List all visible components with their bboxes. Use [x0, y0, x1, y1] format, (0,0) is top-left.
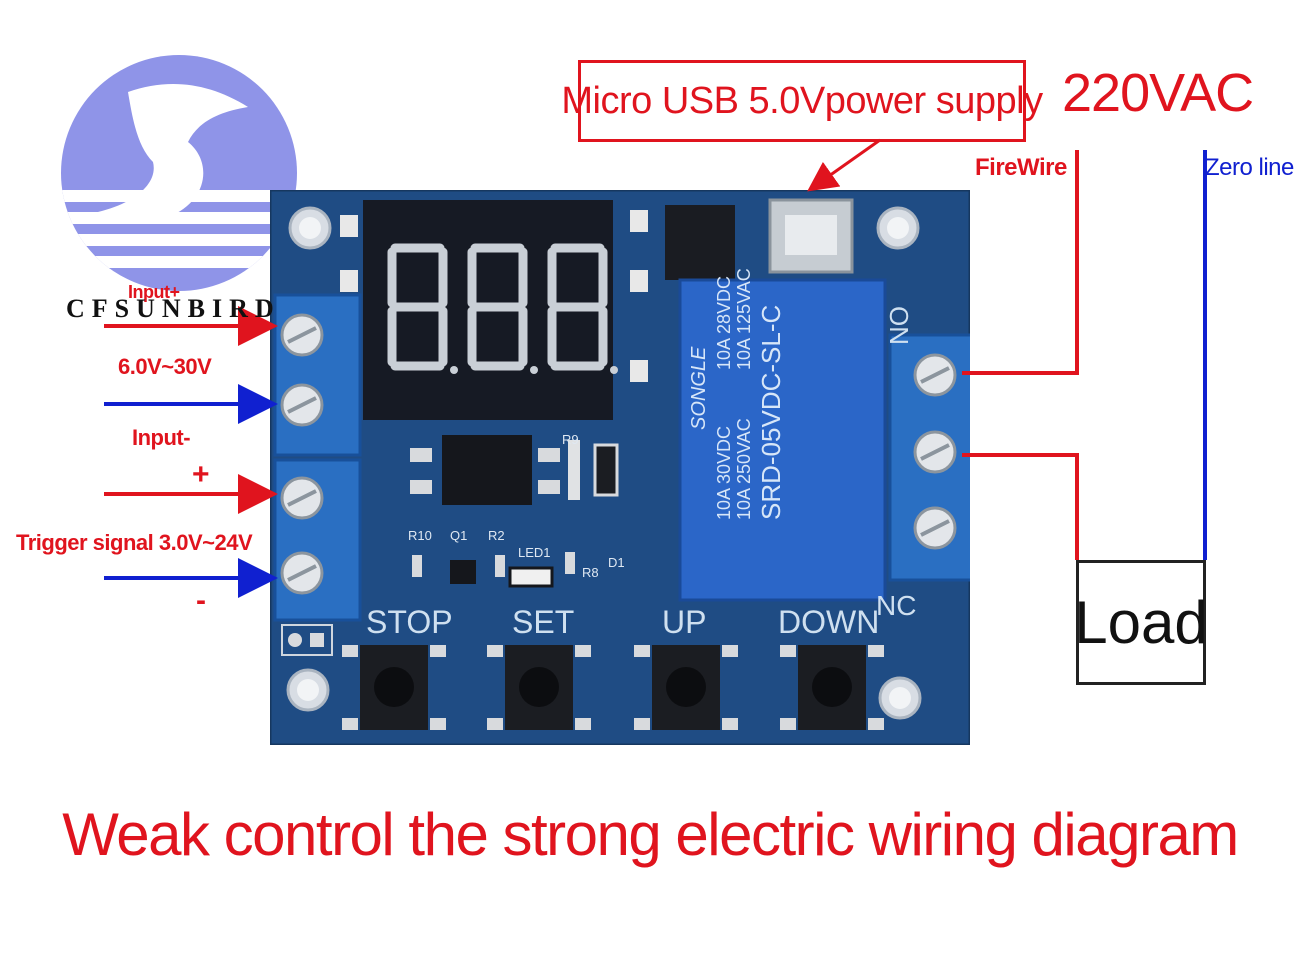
voltage-range-label: 6.0V~30V [118, 354, 212, 379]
trigger-label: Trigger signal 3.0V~24V [16, 530, 253, 555]
set-label: SET [512, 604, 575, 640]
usb-supply-label: Micro USB 5.0Vpower supply [561, 60, 1043, 142]
relay-rating: 10A 30VDC [714, 426, 734, 520]
silk-q1: Q1 [450, 528, 468, 543]
relay-model: SRD-05VDC-SL-C [756, 305, 786, 520]
silk-r10: R10 [408, 528, 432, 543]
brand-label: CFSUNBIRD [66, 294, 281, 323]
logo-icon [61, 55, 297, 291]
relay-rating: 10A 28VDC [714, 276, 734, 370]
input-minus-label: Input- [132, 425, 191, 450]
diagram-caption: Weak control the strong electric wiring … [62, 801, 1239, 868]
up-label: UP [662, 604, 707, 640]
pcb-board: SRD-05VDC-SL-C 10A 250VAC 10A 30VDC 10A … [270, 190, 970, 745]
relay-rating: 10A 250VAC [734, 418, 754, 520]
silk-r9: R9 [562, 432, 579, 447]
tact-buttons [342, 645, 884, 730]
vac-label: 220VAC [1062, 63, 1254, 123]
load-line [962, 453, 1079, 560]
zero-line-label: Zero line [1205, 154, 1294, 181]
silk-led1: LED1 [518, 545, 551, 560]
stop-label: STOP [366, 604, 453, 640]
input-terminal-block [273, 293, 362, 622]
relay: SRD-05VDC-SL-C 10A 250VAC 10A 30VDC 10A … [678, 268, 887, 602]
load-box: Load [1074, 560, 1208, 685]
silk-r2: R2 [488, 528, 505, 543]
relay-terminal-block [888, 333, 970, 582]
relay-rating: 10A 125VAC [734, 268, 754, 370]
silk-d1: D1 [608, 555, 625, 570]
relay-brand: SONGLE [688, 346, 710, 430]
input-plus-label: Input+ [128, 282, 180, 302]
firewire-label: FireWire [975, 154, 1067, 181]
usb-pointer-arrow [807, 138, 881, 192]
nc-label: NC [876, 590, 917, 621]
down-label: DOWN [778, 604, 880, 640]
minus-label: - [196, 584, 206, 617]
plus-label: + [192, 458, 210, 491]
firewire-line [962, 150, 1079, 375]
silk-r8: R8 [582, 565, 599, 580]
